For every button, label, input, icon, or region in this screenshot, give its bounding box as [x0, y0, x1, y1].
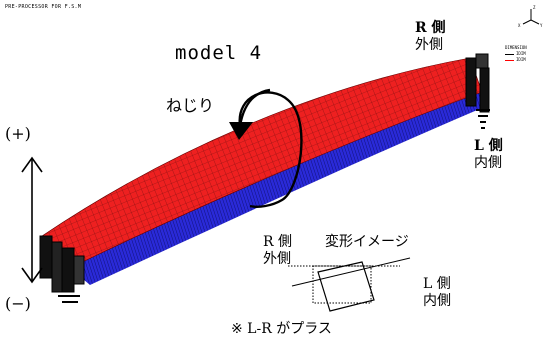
left-end-support — [39, 235, 85, 303]
twist-label: ねじり — [166, 96, 215, 115]
sign-note: ※ L-R がプラス — [231, 321, 332, 337]
beam-top-face — [41, 57, 483, 269]
app-header: PRE-PROCESSOR FOR F.S.M — [5, 4, 82, 10]
r-side-top-name: R 側 — [415, 20, 446, 36]
right-end-support — [465, 53, 490, 129]
axis-x-label: X — [518, 23, 521, 28]
legend-item-label: IDIM — [516, 51, 526, 56]
dimension-legend-item: IDIM — [505, 51, 527, 57]
l-side-right-label: L 側 内側 — [474, 138, 503, 172]
axis-triad — [522, 9, 540, 25]
plus-label: (+) — [5, 124, 31, 143]
l-side-right-sub: 内側 — [474, 155, 502, 171]
deform-r-side-sub: 外側 — [263, 251, 291, 267]
dimension-legend-item: IDIM — [505, 57, 527, 63]
legend-item-label: IDIM — [516, 57, 526, 62]
deform-r-side-label: R 側 外側 — [263, 234, 292, 268]
deform-sketch — [288, 257, 411, 312]
deform-r-side-name: R 側 — [263, 234, 292, 250]
legend-swatch — [505, 59, 514, 61]
model-title: model 4 — [175, 42, 263, 64]
axis-y-label: Y — [540, 23, 543, 28]
deform-l-side-name: L 側 — [423, 276, 451, 292]
r-side-top-sub: 外側 — [415, 37, 443, 53]
axis-z-label: Z — [533, 5, 536, 10]
vertical-double-arrow — [21, 156, 43, 284]
deform-image-title: 変形イメージ — [325, 234, 409, 250]
r-side-top-label: R 側 外側 — [415, 20, 446, 54]
dimension-legend: DIMENSION IDIM IDIM — [505, 45, 527, 63]
dimension-legend-title: DIMENSION — [505, 45, 527, 50]
deform-l-side-label: L 側 内側 — [423, 276, 451, 310]
legend-swatch — [505, 53, 514, 55]
deform-l-side-sub: 内側 — [423, 293, 451, 309]
minus-label: (−) — [5, 294, 31, 313]
beam-side-face — [70, 92, 482, 285]
twist-arrow — [229, 88, 303, 208]
l-side-right-name: L 側 — [474, 138, 503, 154]
